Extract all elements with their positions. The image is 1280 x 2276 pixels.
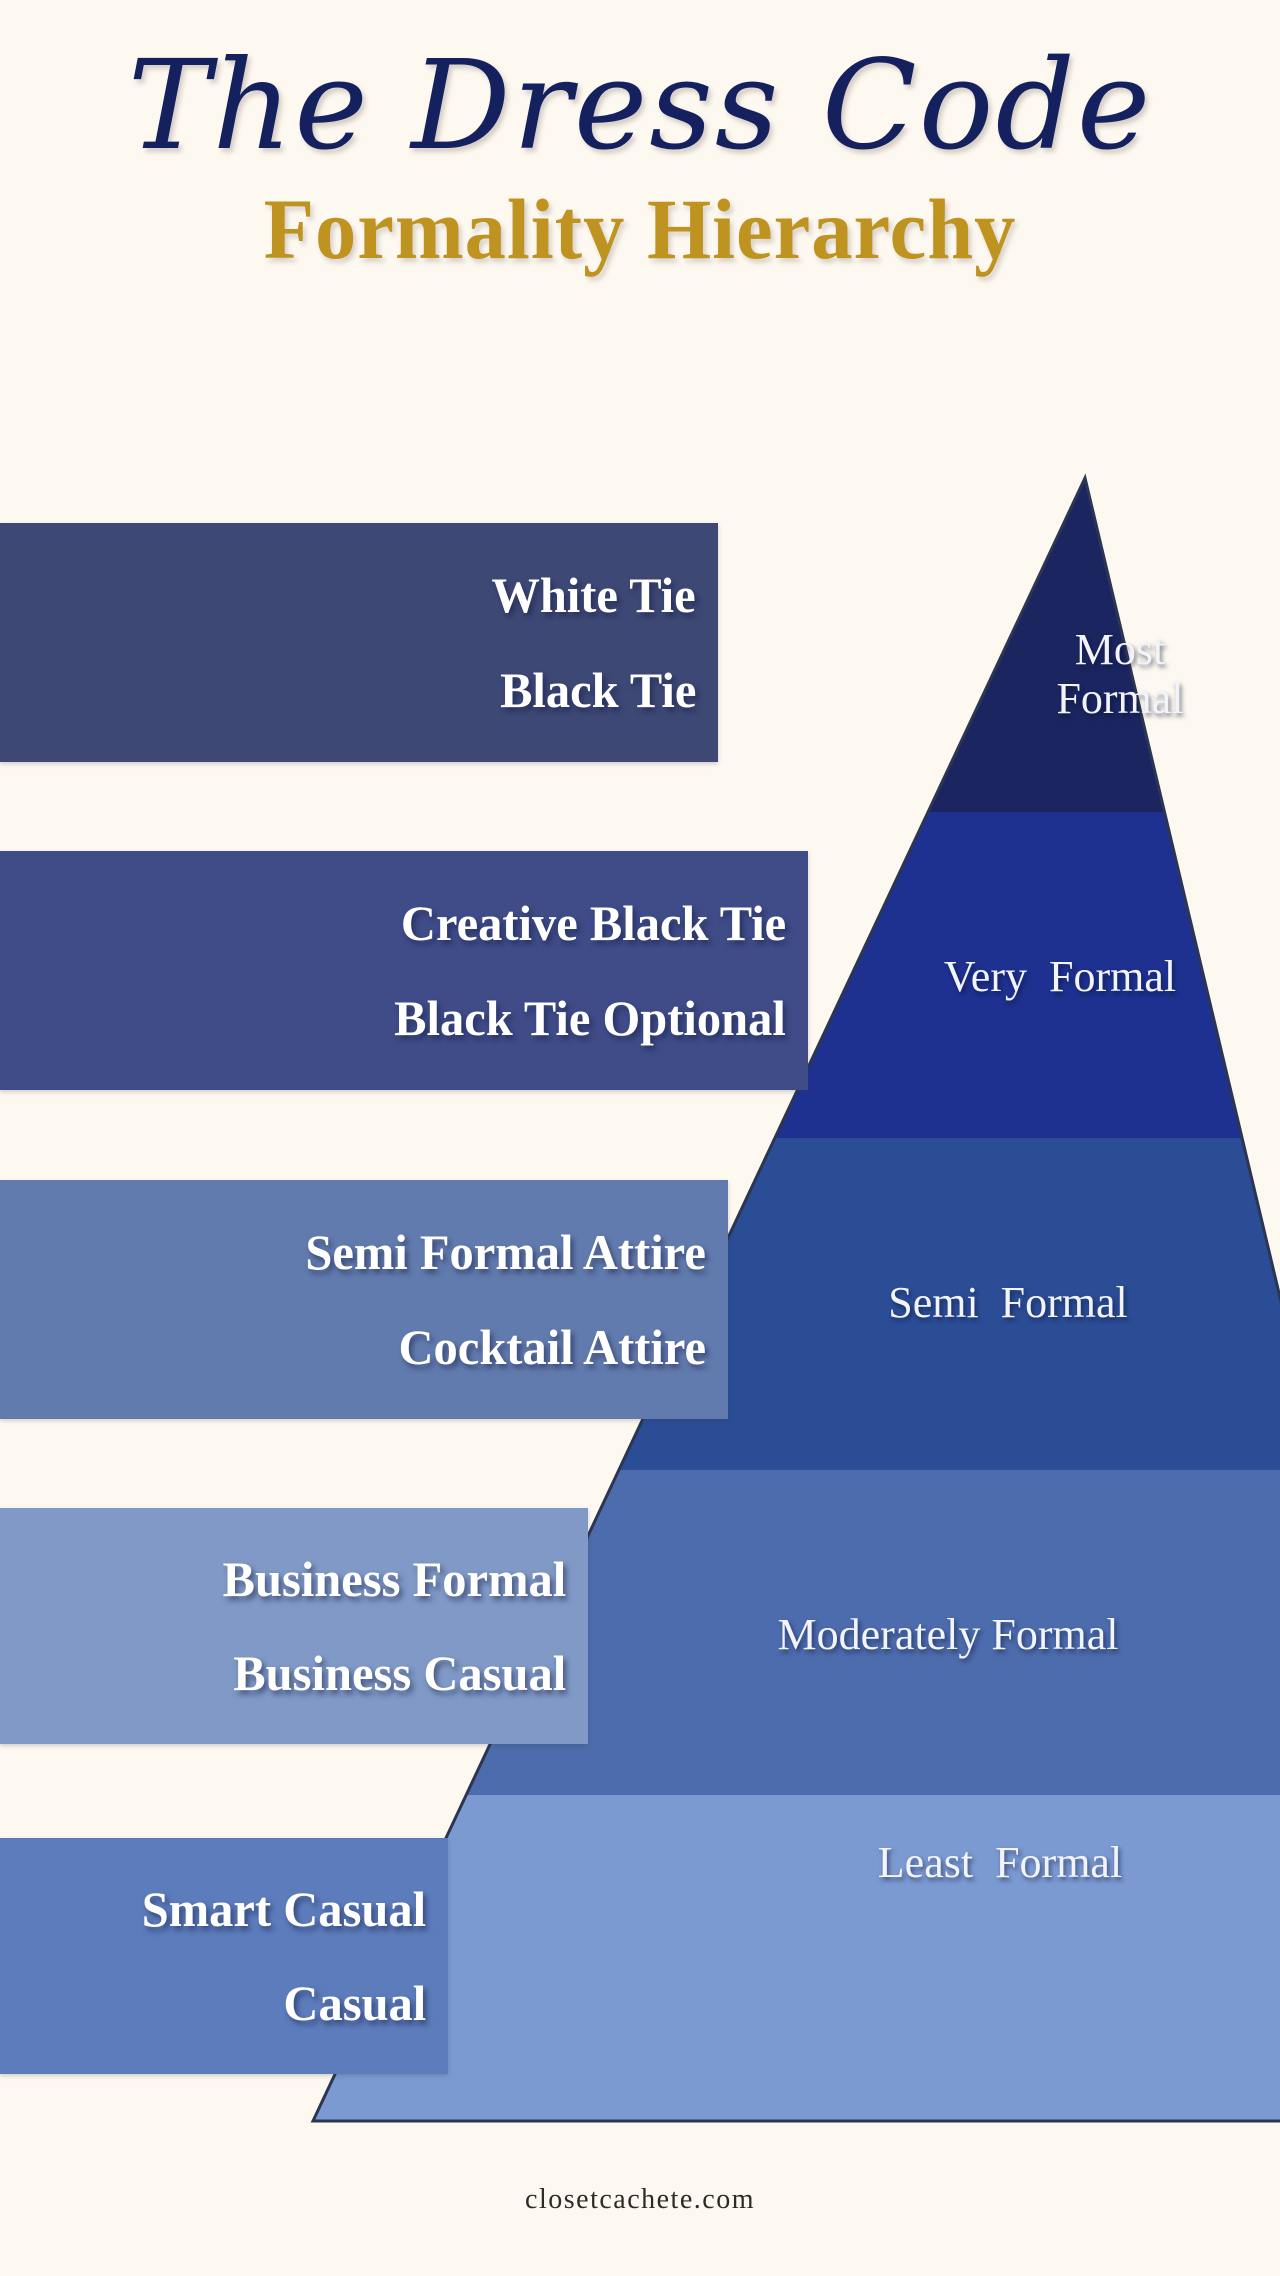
dress-code-label: Business Casual	[233, 1645, 566, 1701]
dress-code-label: Creative Black Tie	[400, 895, 786, 951]
dress-code-label: Black Tie Optional	[394, 989, 786, 1046]
dress-code-label: Black Tie	[499, 661, 696, 718]
dress-code-bar-4: Business Formal Business Casual	[0, 1508, 588, 1744]
dress-code-label: Business Formal	[222, 1550, 566, 1607]
dress-code-label: White Tie	[491, 567, 696, 623]
pyramid-tier-5	[313, 1795, 1280, 2121]
page-title: The Dress Code	[127, 34, 1153, 178]
dress-code-bar-1: White Tie Black Tie	[0, 523, 718, 762]
page-subtitle: Formality Hierarchy	[263, 181, 1017, 277]
dress-code-bar-3: Semi Formal Attire Cocktail Attire	[0, 1180, 728, 1419]
header: The Dress Code Formality Hierarchy	[0, 0, 1280, 272]
dress-code-bar-2: Creative Black Tie Black Tie Optional	[0, 851, 808, 1090]
dress-code-label: Semi Formal Attire	[305, 1224, 706, 1280]
dress-code-label: Cocktail Attire	[398, 1318, 706, 1375]
website-credit: closetcachete.com	[525, 2184, 755, 2215]
dress-code-bar-5: Smart Casual Casual	[0, 1838, 448, 2074]
dress-code-label: Smart Casual	[141, 1880, 426, 1937]
dress-code-label: Casual	[283, 1975, 426, 2031]
